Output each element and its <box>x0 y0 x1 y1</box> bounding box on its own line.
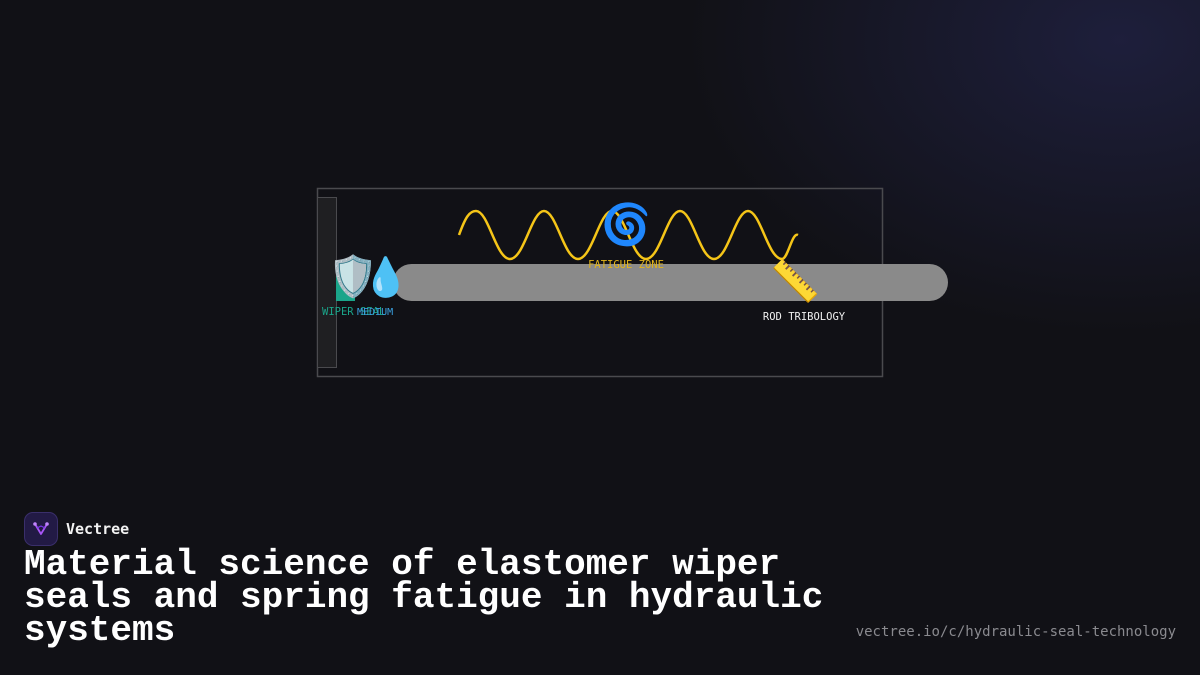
ruler-icon: 📏 <box>770 258 820 305</box>
brand-name: Vectree <box>66 520 130 538</box>
cyclone-icon: 🌀 <box>601 200 651 248</box>
rod-tribology-label: ROD TRIBOLOGY <box>763 311 846 323</box>
wiper-seal-label: WIPER SEAL <box>322 306 385 318</box>
wiper-seal-block <box>336 276 355 301</box>
page-title: Material science of elastomer wiper seal… <box>24 544 824 651</box>
droplet-icon: 💧 <box>362 255 409 299</box>
shield-icon: 🛡️ <box>328 253 378 300</box>
piston-rod <box>393 264 948 301</box>
spring-fatigue-wave <box>457 209 799 261</box>
brand: Vectree <box>24 512 129 546</box>
medium-label: MEDIUM <box>357 307 393 318</box>
fatigue-zone-label: FATIGUE ZONE <box>588 259 664 271</box>
vectree-logo-icon <box>24 512 58 546</box>
source-url[interactable]: vectree.io/c/hydraulic-seal-technology <box>855 624 1176 640</box>
